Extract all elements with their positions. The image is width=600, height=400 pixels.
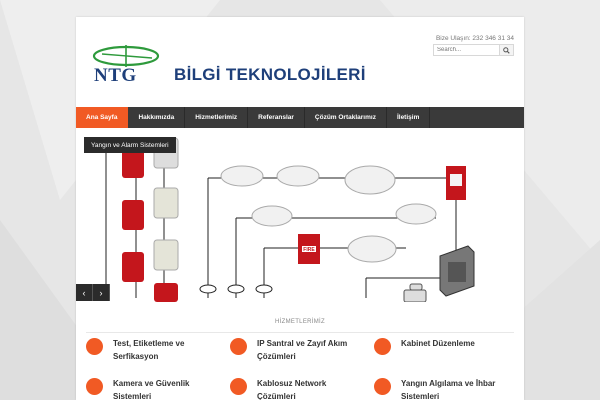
fire-alarm-diagram: FIRE <box>105 137 475 302</box>
search-icon <box>503 46 510 54</box>
service-label: Test, Etiketleme ve Serfikasyon <box>113 339 185 361</box>
search-box <box>433 44 514 56</box>
service-bullet-icon <box>374 338 391 355</box>
service-bullet-icon <box>86 378 103 395</box>
hero-slider: FIRE Yangın ve Alarm Sistemleri ‹ › <box>76 128 524 302</box>
service-bullet-icon <box>230 338 247 355</box>
slider-controls: ‹ › <box>76 284 110 301</box>
nav-item-references[interactable]: Referanslar <box>248 107 305 128</box>
nav-item-home[interactable]: Ana Sayfa <box>76 107 129 128</box>
services-title: HİZMETLERİMİZ <box>275 319 325 325</box>
search-input[interactable] <box>434 45 499 55</box>
service-label: Yangın Algılama ve İhbar Sistemleri <box>401 379 496 400</box>
service-label: IP Santral ve Zayıf Akım Çözümleri <box>257 339 348 361</box>
slider-next-button[interactable]: › <box>93 284 110 301</box>
section-divider <box>86 332 514 333</box>
smoke-detectors <box>220 165 437 263</box>
search-button[interactable] <box>499 45 513 55</box>
service-bullet-icon <box>374 378 391 395</box>
nav-item-about[interactable]: Hakkımızda <box>128 107 186 128</box>
page-container: NTG BİLGİ TEKNOLOJİLERİ Bize Ulaşın: 232… <box>76 17 524 400</box>
telephone-icon <box>403 283 427 302</box>
strobe-horns <box>122 137 179 302</box>
control-panel <box>439 245 475 297</box>
service-bullet-icon <box>230 378 247 395</box>
logo-swoosh-icon <box>92 45 160 67</box>
slider-prev-button[interactable]: ‹ <box>76 284 93 301</box>
contact-phone: Bize Ulaşın: 232 346 31 34 <box>435 35 514 42</box>
service-label: Kabinet Düzenleme <box>401 339 475 348</box>
service-item[interactable]: IP Santral ve Zayıf Akım Çözümleri <box>230 337 357 363</box>
manual-call-points: FIRE <box>298 166 466 264</box>
service-bullet-icon <box>86 338 103 355</box>
service-label: Kamera ve Güvenlik Sistemleri <box>113 379 190 400</box>
nav-item-contact[interactable]: İletişim <box>387 107 431 128</box>
logo-company-name: BİLGİ TEKNOLOJİLERİ <box>174 65 366 84</box>
logo-mark: NTG <box>94 65 137 86</box>
service-label: Kablosuz Network Çözümleri <box>257 379 327 400</box>
service-item[interactable]: Yangın Algılama ve İhbar Sistemleri <box>374 377 501 400</box>
main-nav: Ana Sayfa Hakkımızda Hizmetlerimiz Refer… <box>76 107 524 128</box>
service-item[interactable]: Kabinet Düzenleme <box>374 337 501 355</box>
slide-caption[interactable]: Yangın ve Alarm Sistemleri <box>84 137 176 153</box>
service-item[interactable]: Kamera ve Güvenlik Sistemleri <box>86 377 213 400</box>
service-item[interactable]: Test, Etiketleme ve Serfikasyon <box>86 337 213 363</box>
fire-label: FIRE <box>303 247 315 253</box>
nav-item-services[interactable]: Hizmetlerimiz <box>185 107 249 128</box>
service-item[interactable]: Kablosuz Network Çözümleri <box>230 377 357 400</box>
nav-item-partners[interactable]: Çözüm Ortaklarımız <box>305 107 387 128</box>
site-logo[interactable]: NTG BİLGİ TEKNOLOJİLERİ <box>90 43 365 86</box>
